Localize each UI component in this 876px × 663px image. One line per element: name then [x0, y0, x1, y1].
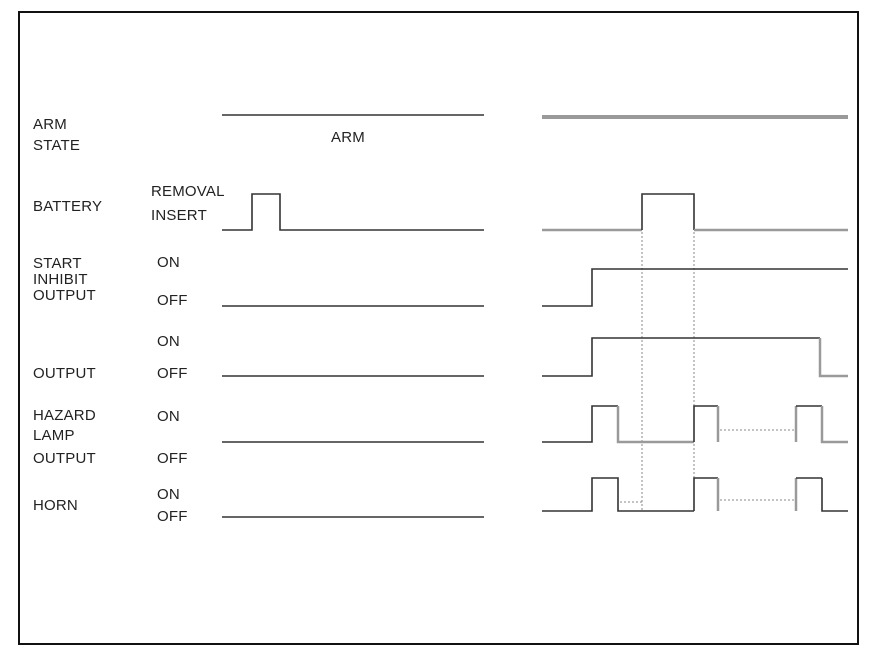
horn-trace-right-pulse2: [693, 477, 718, 511]
hazard-lamp-label-line1: HAZARD: [33, 407, 96, 424]
start-inhibit-label-line3: OUTPUT: [33, 287, 96, 304]
horn-level-high: ON: [157, 486, 180, 503]
horn-level-low: OFF: [157, 508, 188, 525]
output-level-low: OFF: [157, 365, 188, 382]
hazard-lamp-trace-right-fall1: [616, 406, 694, 444]
hazard-lamp-label-line3: OUTPUT: [33, 450, 96, 467]
hazard-lamp-level-low: OFF: [157, 450, 188, 467]
arm-state-text: ARM: [331, 129, 365, 146]
battery-trace-left: [222, 193, 484, 231]
start-inhibit-label-line2: INHIBIT: [33, 271, 88, 288]
hazard-lamp-trace-right-pulse1: [542, 405, 618, 443]
battery-level-low: INSERT: [151, 207, 207, 224]
output-label: OUTPUT: [33, 365, 96, 382]
start-inhibit-label-line1: START: [33, 255, 82, 272]
hazard-lamp-trace-right-fall3: [820, 406, 848, 444]
output-level-high: ON: [157, 333, 180, 350]
horn-label: HORN: [33, 497, 78, 514]
start-inhibit-level-high: ON: [157, 254, 180, 271]
horn-trace-right-fall3: [821, 478, 848, 512]
hazard-lamp-trace-right-pulse2: [693, 405, 718, 442]
start-inhibit-trace-right: [542, 268, 848, 307]
battery-label: BATTERY: [33, 198, 103, 215]
hazard-lamp-level-high: ON: [157, 408, 180, 425]
battery-trace-right-pulse: [641, 193, 695, 230]
arm-state-label-line1: ARM: [33, 116, 67, 133]
start-inhibit-level-low: OFF: [157, 292, 188, 309]
battery-level-high: REMOVAL: [151, 183, 225, 200]
horn-trace-right-pulse1: [542, 477, 694, 512]
hazard-lamp-label-line2: LAMP: [33, 427, 75, 444]
output-trace-right-fall: [818, 338, 848, 378]
output-trace-right: [542, 337, 820, 377]
arm-state-label-line2: STATE: [33, 137, 81, 154]
